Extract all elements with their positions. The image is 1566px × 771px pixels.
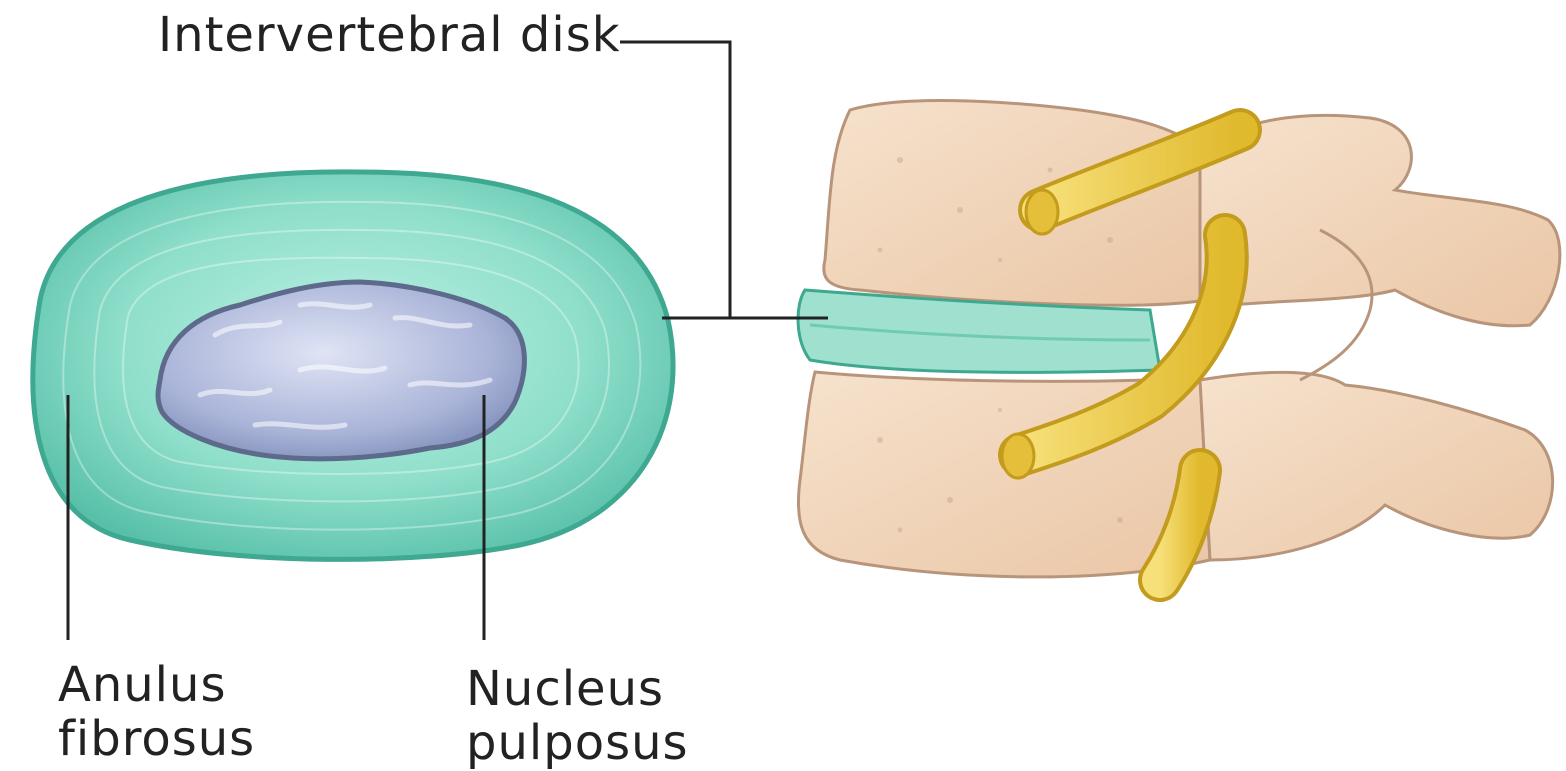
disk-cross-section: [33, 172, 673, 560]
anulus-fibrosus-label-line-2: fibrosus: [58, 712, 255, 766]
upper-vertebra: [824, 101, 1205, 306]
nucleus-pulposus-label: Nucleus pulposus: [466, 662, 689, 770]
anulus-fibrosus-label: Anulus fibrosus: [58, 658, 255, 766]
nucleus-pulposus-label-line-2: pulposus: [466, 716, 689, 770]
spine-side-view: [798, 101, 1560, 580]
anulus-fibrosus-label-line-1: Anulus: [58, 658, 255, 712]
lower-posterior-process: [1200, 372, 1553, 560]
intervertebral-disk-label: Intervertebral disk: [158, 8, 621, 62]
nucleus-pulposus-label-line-1: Nucleus: [466, 662, 689, 716]
